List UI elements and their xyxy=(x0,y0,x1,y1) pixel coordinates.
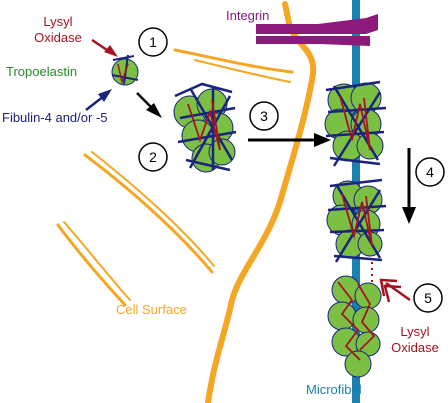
fiber-5 xyxy=(83,153,214,274)
label-tropoelastin: Tropoelastin xyxy=(6,64,77,79)
fiber-2 xyxy=(194,59,291,83)
arrows xyxy=(85,38,416,303)
label-lysyl-oxidase-bottom-line2: Oxidase xyxy=(391,340,439,355)
integrin-receptor xyxy=(256,14,378,46)
cell-surface-fibers xyxy=(56,48,294,307)
arrow-step-3-head xyxy=(314,133,331,147)
arrow-lysyl-oxidase-1-head xyxy=(104,45,118,57)
coacervate-aggregate xyxy=(173,82,237,173)
arrow-lysyl-oxidase-5 xyxy=(379,278,411,303)
arrow-step-1-to-2 xyxy=(136,92,153,109)
label-lysyl-oxidase-bottom-line1: Lysyl xyxy=(400,324,429,339)
crosslinked-elastin-chain xyxy=(327,275,382,378)
step-circle-4 xyxy=(415,157,445,187)
integrin-upper-arm xyxy=(256,14,378,34)
arrow-step-1-to-2-head xyxy=(146,103,162,118)
step-number-4: 4 xyxy=(426,164,434,180)
label-lysyl-oxidase-top-line1: Lysyl xyxy=(43,14,72,29)
cell-membrane xyxy=(205,1,317,403)
step-number-1: 1 xyxy=(149,34,157,50)
step-number-5: 5 xyxy=(424,290,432,306)
step-number-3: 3 xyxy=(260,108,268,124)
aggregate-on-microfibril-middle xyxy=(326,178,387,263)
step-markers: 1 2 3 4 5 xyxy=(138,27,445,313)
tropoelastin-monomer xyxy=(111,54,139,86)
arrow-fibulin-head xyxy=(98,89,112,102)
label-fibulin: Fibulin-4 and/or -5 xyxy=(2,110,108,125)
label-cell-surface: Cell Surface xyxy=(116,302,187,317)
step-circle-3 xyxy=(249,101,279,131)
step-circle-2 xyxy=(138,142,168,172)
label-microfibril: Microfibril xyxy=(306,382,362,397)
aggregate-on-microfibril-upper xyxy=(324,80,387,167)
step-circle-5 xyxy=(413,283,443,313)
fiber-6 xyxy=(91,151,215,267)
fiber-4 xyxy=(63,221,131,301)
arrow-fibulin xyxy=(85,95,105,111)
step-circle-1 xyxy=(138,27,168,57)
step-number-2: 2 xyxy=(149,149,157,165)
label-lysyl-oxidase-top-line2: Oxidase xyxy=(34,30,82,45)
arrow-step-4-head xyxy=(402,207,416,224)
fiber-3 xyxy=(56,223,127,307)
fiber-1 xyxy=(173,48,294,74)
label-integrin: Integrin xyxy=(226,8,269,23)
integrin-lower-arm xyxy=(256,36,370,46)
